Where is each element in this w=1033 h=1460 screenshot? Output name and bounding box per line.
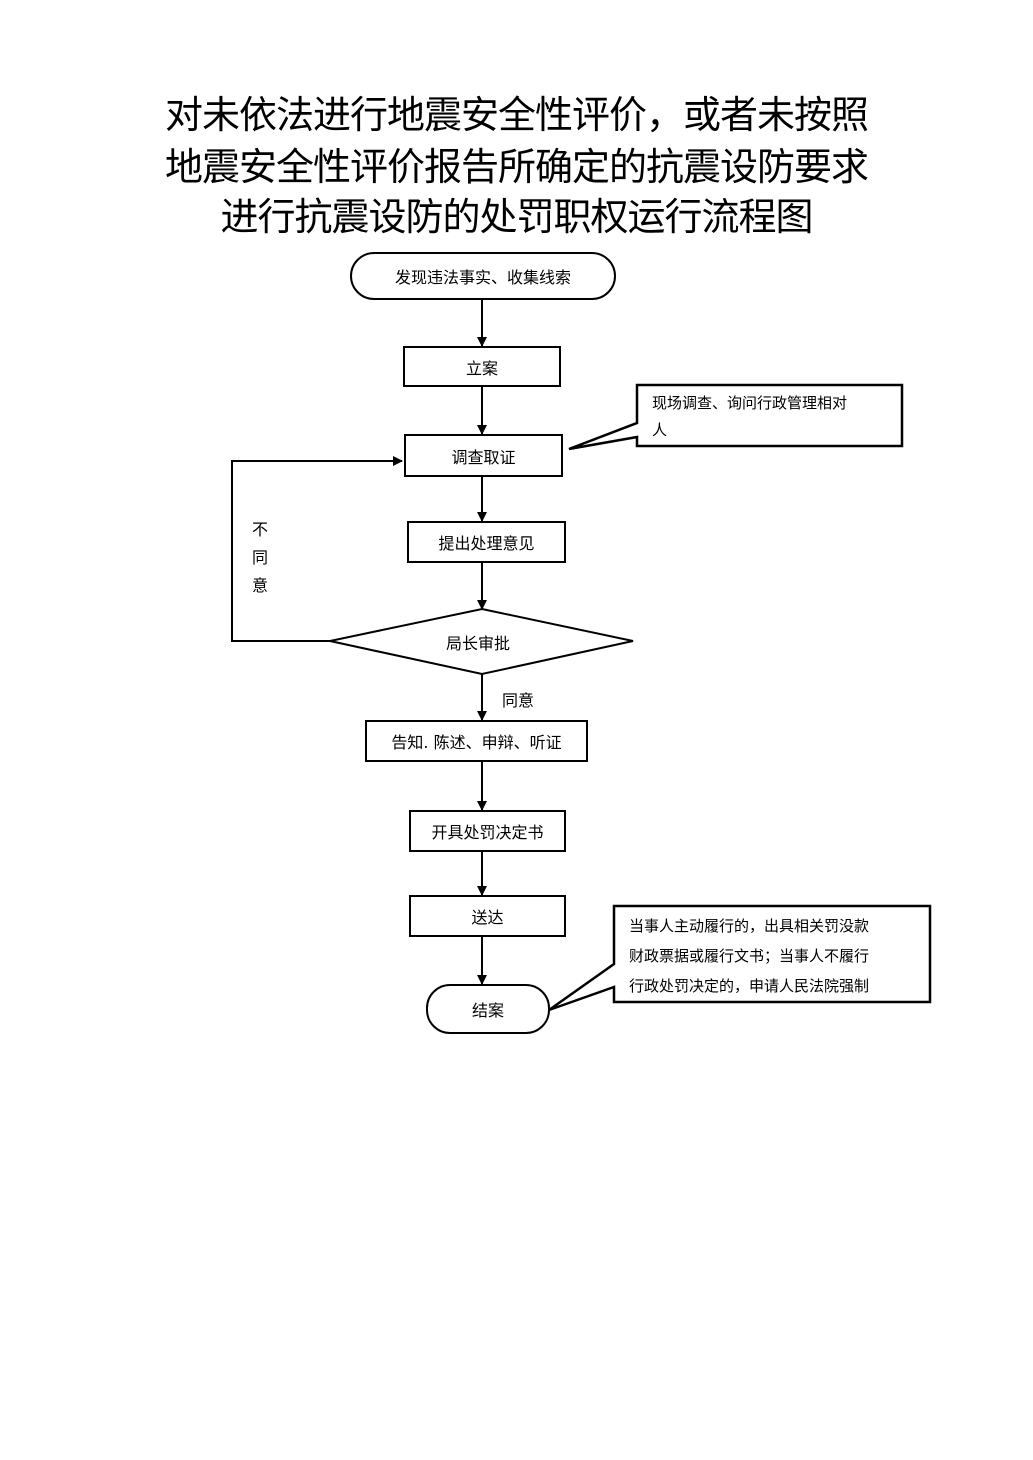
callout-close-shape (548, 904, 932, 1012)
disagree-label-2: 同 (252, 548, 269, 567)
investigate-note-line-1: 现场调查、询问行政管理相对 (652, 394, 848, 412)
opinion-node: 提出处理意见 (407, 521, 566, 563)
arrow-disagree-loop (231, 456, 403, 642)
filing-node: 立案 (403, 346, 561, 387)
close-note-line-2: 财政票据或履行文书；当事人不履行 (629, 947, 870, 965)
notify-node: 告知. 陈述、申辩、听证 (365, 720, 588, 762)
approval-node-label: 局长审批 (446, 634, 511, 653)
notify-node-label: 告知. 陈述、申辩、听证 (391, 733, 562, 752)
start-node-label: 发现违法事实、收集线索 (394, 268, 571, 287)
agree-label: 同意 (502, 691, 535, 710)
close-node: 结案 (426, 984, 550, 1034)
close-note: 当事人主动履行的，出具相关罚没款 财政票据或履行文书；当事人不履行 行政处罚决定… (617, 909, 929, 1003)
close-node-label: 结案 (471, 1001, 504, 1020)
title-line-3: 进行抗震设防的处罚职权运行流程图 (220, 195, 813, 239)
close-note-line-1: 当事人主动履行的，出具相关罚没款 (629, 917, 870, 935)
decision-node-label: 开具处罚决定书 (431, 823, 544, 842)
title-line-2: 地震安全性评价报告所确定的抗震设防要求 (164, 145, 869, 189)
opinion-node-label: 提出处理意见 (438, 534, 535, 553)
decision-node: 开具处罚决定书 (409, 810, 566, 852)
investigate-node-label: 调查取证 (451, 447, 516, 467)
investigate-node: 调查取证 (404, 434, 563, 477)
investigate-note: 现场调查、询问行政管理相对 人 (640, 388, 902, 446)
deliver-node-label: 送达 (471, 908, 504, 927)
disagree-label-1: 不 (252, 520, 269, 539)
callout-investigate-shape (568, 383, 904, 451)
investigate-note-line-2: 人 (652, 421, 668, 439)
title-line-1: 对未依法进行地震安全性评价，或者未按照 (164, 93, 869, 137)
deliver-node: 送达 (409, 895, 566, 937)
close-note-line-3: 行政处罚决定的，申请人民法院强制 (629, 977, 870, 995)
start-node: 发现违法事实、收集线索 (350, 252, 616, 300)
disagree-label-3: 意 (252, 576, 269, 595)
filing-node-label: 立案 (465, 358, 498, 378)
